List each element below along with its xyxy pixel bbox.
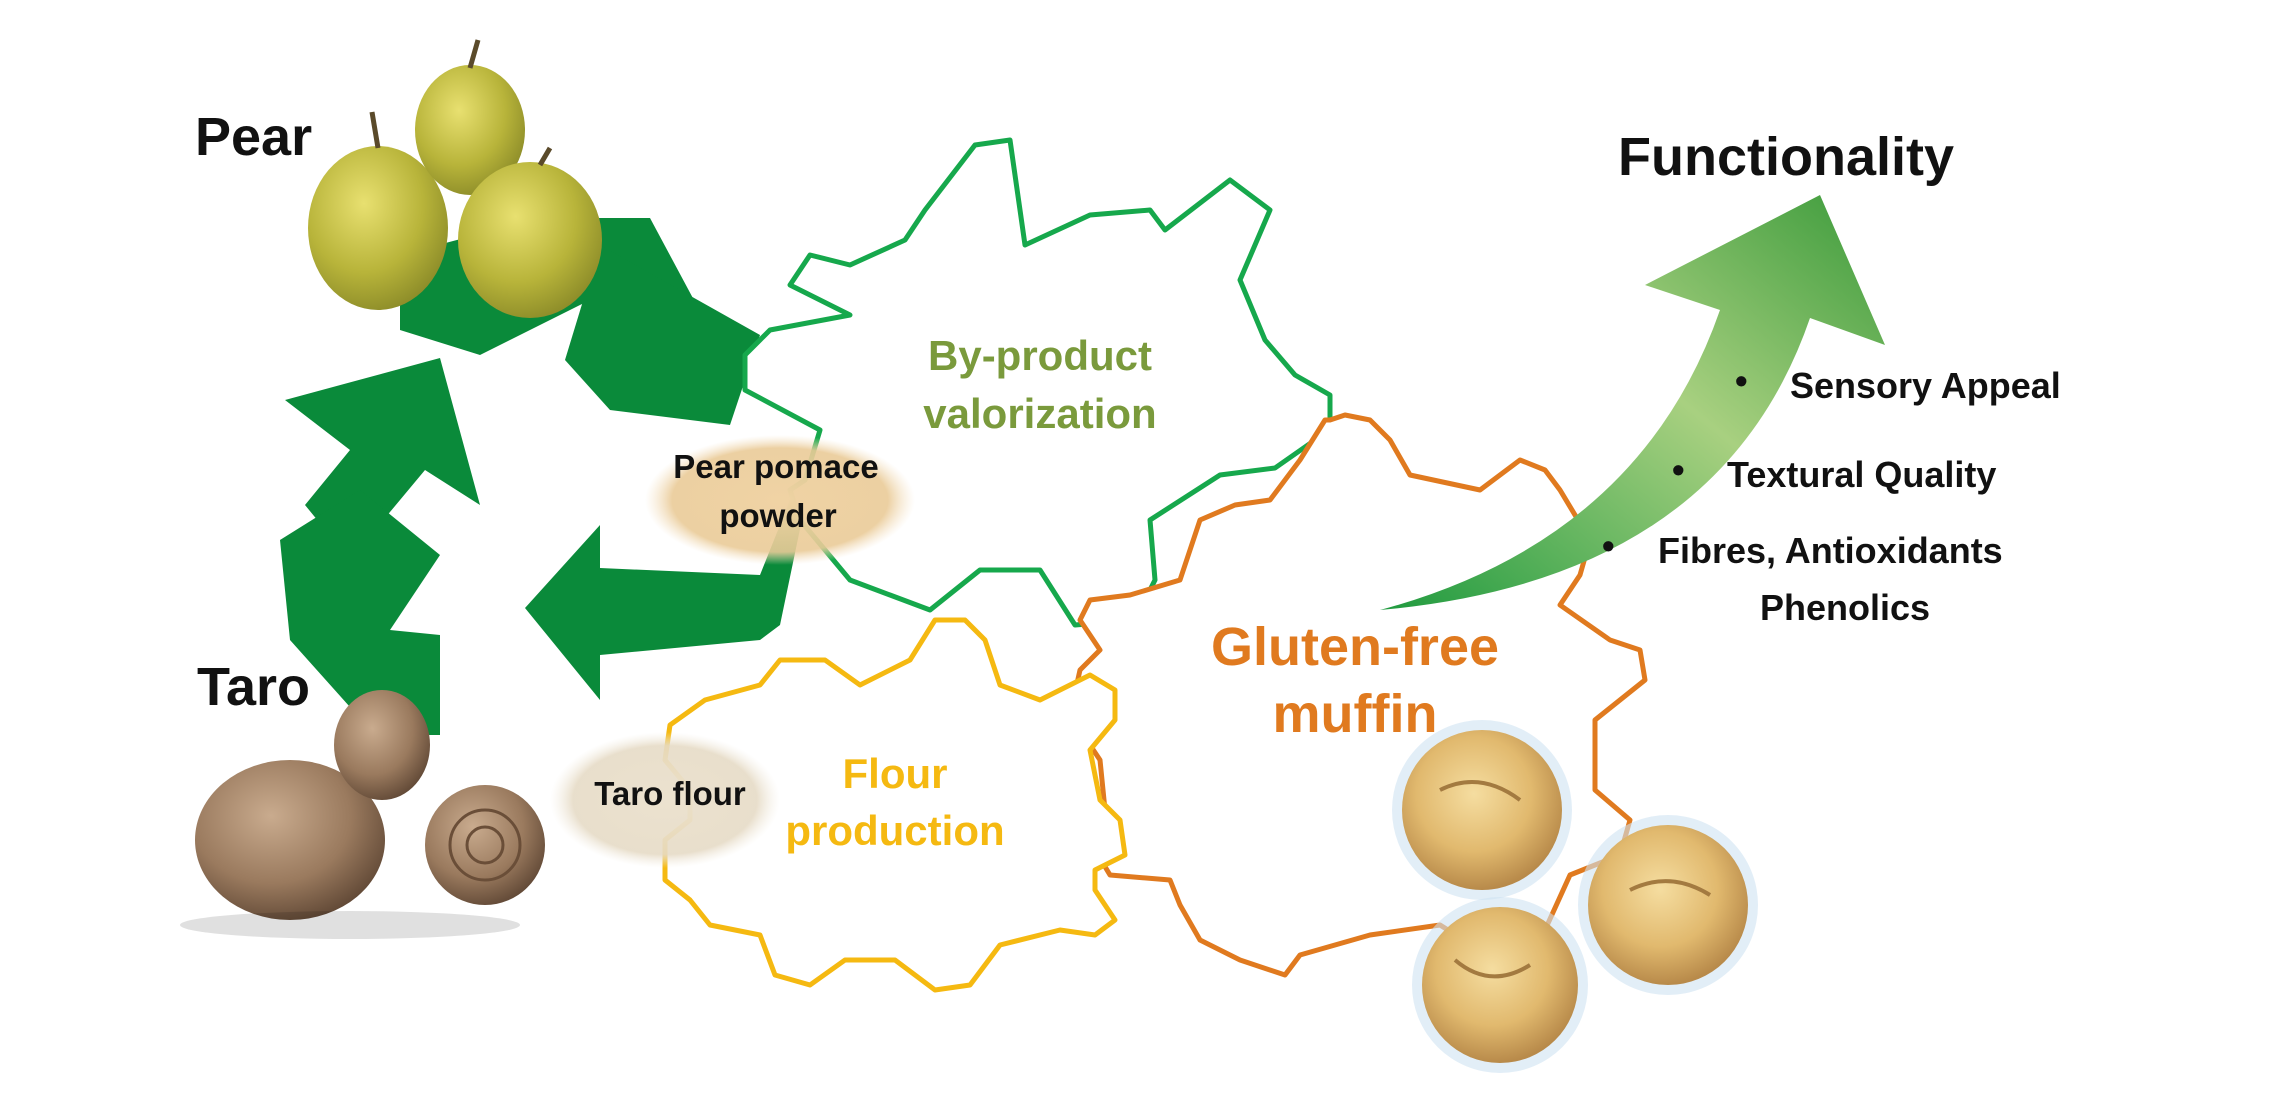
byproduct-label-line1: By-product [928,332,1152,379]
benefit-bullet: • [1602,525,1615,566]
flour-label-line2: production [785,807,1004,854]
pear-pomace-label-line2: powder [719,497,836,534]
taro-flour-powder-image [550,732,780,868]
pear-image [308,39,602,318]
benefit-item: Fibres, Antioxidants [1658,530,2003,571]
pear-label: Pear [195,107,312,167]
growth-arrow-icon [1380,195,1885,610]
taro-label: Taro [197,657,310,717]
pear-pomace-powder-image [645,435,915,565]
benefit-item: Sensory Appeal [1790,365,2061,406]
pear-pomace-label-line1: Pear pomace [673,448,878,485]
benefit-item: Textural Quality [1727,454,1996,495]
flour-label-line1: Flour [843,750,948,797]
benefit-item: Phenolics [1760,587,1930,628]
byproduct-label-line2: valorization [923,390,1156,437]
recycle-icon [280,218,805,735]
functionality-label: Functionality [1618,127,1954,187]
muffin-label-line2: muffin [1273,684,1438,744]
benefit-bullet: • [1672,449,1685,490]
benefit-bullet: • [1735,360,1748,401]
muffin-image [1392,720,1758,1073]
taro-image [180,690,545,939]
taro-flour-label: Taro flour [594,775,746,812]
muffin-label-line1: Gluten-free [1211,617,1499,677]
